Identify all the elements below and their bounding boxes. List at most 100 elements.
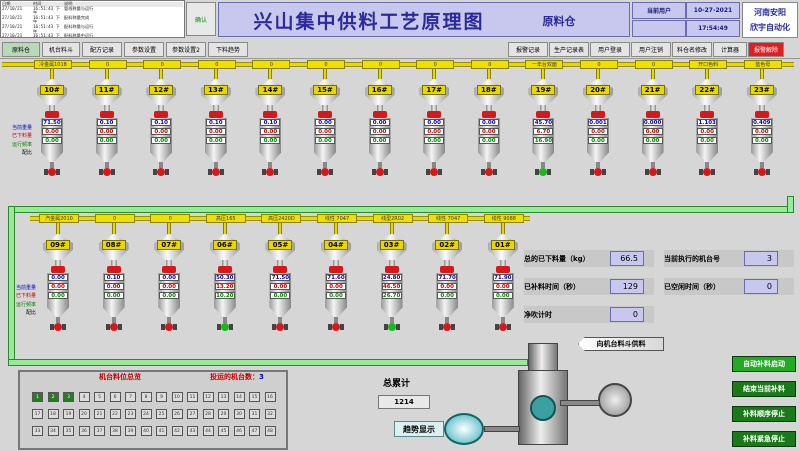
machine-cell[interactable]: 19 — [63, 409, 74, 419]
machine-cell[interactable]: 35 — [63, 426, 74, 436]
silo-outlet-valve-icon[interactable] — [480, 168, 497, 176]
silo-label[interactable]: 0 — [150, 214, 191, 223]
silo-label[interactable]: 0 — [88, 60, 127, 69]
silo-outlet-valve-icon[interactable] — [328, 323, 344, 331]
machine-cell[interactable]: 27 — [187, 409, 198, 419]
silo-label[interactable]: 线型2R02 — [372, 214, 413, 223]
silo-outlet-valve-icon[interactable] — [383, 323, 400, 331]
machine-cell[interactable]: 1 — [32, 392, 43, 402]
machine-cell[interactable]: 13 — [218, 392, 229, 402]
machine-cell[interactable]: 21 — [94, 409, 105, 419]
silo-outlet-valve-icon[interactable] — [272, 323, 289, 331]
nav-hopper-button[interactable]: 机台料斗 — [42, 42, 80, 57]
machine-cell[interactable]: 40 — [140, 426, 152, 436]
silo-label[interactable]: 0 — [94, 214, 135, 223]
machine-cell[interactable]: 45 — [218, 426, 229, 436]
silo-outlet-valve-icon[interactable] — [439, 323, 456, 331]
machine-cell[interactable]: 34 — [47, 426, 59, 436]
silo-outlet-valve-icon[interactable] — [153, 168, 170, 176]
silo-outlet-valve-icon[interactable] — [161, 323, 178, 331]
silo-label[interactable]: 0 — [634, 60, 673, 69]
machine-cell[interactable]: 12 — [202, 392, 214, 402]
machine-cell[interactable]: 6 — [109, 392, 121, 402]
silo-outlet-valve-icon[interactable] — [644, 168, 661, 176]
machine-cell[interactable]: 31 — [249, 409, 260, 419]
silo-label[interactable]: 0 — [197, 60, 236, 69]
silo-outlet-valve-icon[interactable] — [426, 168, 443, 176]
nav-production-log-button[interactable]: 生产记录表 — [549, 42, 589, 57]
machine-cell[interactable]: 29 — [218, 409, 229, 419]
machine-cell[interactable]: 20 — [78, 409, 90, 419]
silo-label[interactable]: 0 — [470, 60, 509, 69]
nav-recipe-button[interactable]: 配方记录 — [82, 42, 122, 57]
machine-cell[interactable]: 28 — [202, 409, 214, 419]
silo-label[interactable]: 0 — [252, 60, 291, 69]
silo-label[interactable]: 高压165 — [205, 214, 246, 223]
silo-label[interactable]: 线性 9088 — [483, 214, 524, 223]
machine-cell[interactable]: 39 — [125, 426, 136, 436]
machine-cell[interactable]: 30 — [233, 409, 245, 419]
machine-cell[interactable]: 11 — [187, 392, 198, 402]
machine-cell[interactable]: 32 — [264, 409, 276, 419]
machine-cell[interactable]: 9 — [156, 392, 167, 402]
machine-cell[interactable]: 16 — [264, 392, 276, 402]
machine-cell[interactable]: 44 — [202, 426, 214, 436]
silo-outlet-valve-icon[interactable] — [535, 168, 552, 176]
nav-calculator-button[interactable]: 计算器 — [713, 42, 747, 57]
machine-cell[interactable]: 26 — [171, 409, 183, 419]
machine-cell[interactable]: 22 — [109, 409, 121, 419]
machine-cell[interactable]: 5 — [94, 392, 105, 402]
machine-cell[interactable]: 18 — [47, 409, 59, 419]
machine-cell[interactable]: 48 — [264, 426, 276, 436]
machine-cell[interactable]: 42 — [171, 426, 183, 436]
machine-cell[interactable]: 24 — [140, 409, 152, 419]
silo-label[interactable]: 0 — [307, 60, 345, 69]
silo-outlet-valve-icon[interactable] — [494, 323, 511, 331]
silo-label[interactable]: 线性 7047 — [317, 214, 357, 223]
nav-alarm-clear-button[interactable]: 报警解除 — [748, 42, 784, 57]
machine-cell[interactable]: 36 — [78, 426, 90, 436]
machine-cell[interactable]: 38 — [109, 426, 121, 436]
nav-alarm-log-button[interactable]: 报警记录 — [508, 42, 548, 57]
machine-cell[interactable]: 33 — [32, 426, 43, 436]
machine-cell[interactable]: 37 — [94, 426, 105, 436]
nav-logout-button[interactable]: 用户注销 — [631, 42, 671, 57]
machine-cell[interactable]: 47 — [249, 426, 260, 436]
silo-label[interactable]: 高压2420D — [261, 214, 302, 223]
nav-trend-button[interactable]: 下料趋势 — [208, 42, 248, 57]
nav-login-button[interactable]: 用户登录 — [590, 42, 630, 57]
silo-label[interactable]: 0 — [143, 60, 182, 69]
machine-cell[interactable]: 23 — [125, 409, 136, 419]
silo-outlet-valve-icon[interactable] — [216, 323, 233, 331]
fill-sequence-stop-button[interactable]: 补料顺序停止 — [732, 406, 796, 422]
machine-cell[interactable]: 25 — [156, 409, 167, 419]
machine-cell[interactable]: 15 — [249, 392, 260, 402]
machine-cell[interactable]: 46 — [233, 426, 245, 436]
silo-outlet-valve-icon[interactable] — [317, 168, 333, 176]
auto-fill-start-button[interactable]: 自动补料启动 — [732, 356, 796, 372]
silo-outlet-valve-icon[interactable] — [105, 323, 122, 331]
machine-cell[interactable]: 7 — [125, 392, 136, 402]
nav-raw-silo-button[interactable]: 原料仓 — [2, 42, 40, 57]
machine-cell[interactable]: 4 — [78, 392, 90, 402]
ack-button[interactable]: 确认 — [186, 2, 216, 36]
nav-rename-silo-button[interactable]: 料仓名修改 — [672, 42, 712, 57]
fill-emergency-stop-button[interactable]: 补料紧急停止 — [732, 431, 796, 447]
silo-label[interactable]: 蓝色母 — [743, 60, 782, 69]
